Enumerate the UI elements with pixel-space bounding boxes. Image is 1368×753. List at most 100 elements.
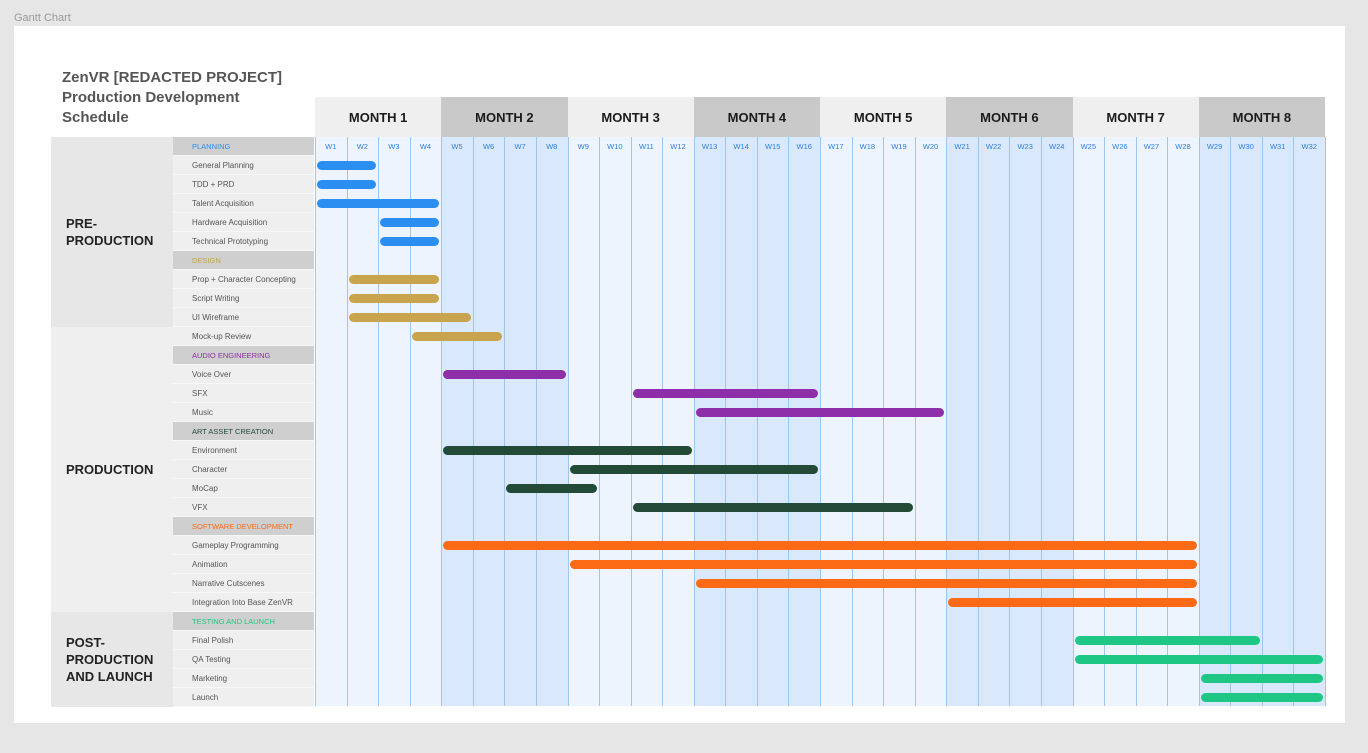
week-label: W8 xyxy=(546,142,558,151)
month-header: MONTH 8 xyxy=(1198,97,1325,137)
task-bar xyxy=(506,484,598,493)
week-label: W22 xyxy=(985,142,1002,151)
week-column xyxy=(346,137,379,706)
title-line-1: ZenVR [REDACTED PROJECT] xyxy=(62,69,283,86)
week-label: W2 xyxy=(356,142,368,151)
phase-block xyxy=(51,612,173,707)
week-label: W23 xyxy=(1017,142,1033,151)
task-bar xyxy=(569,465,818,474)
category-label: PLANNING xyxy=(173,137,314,156)
week-label: W14 xyxy=(733,142,749,151)
task-label: SFX xyxy=(173,384,314,403)
phase-label: PRE-PRODUCTION xyxy=(66,216,154,248)
week-label: W1 xyxy=(325,142,337,151)
task-bar xyxy=(1200,693,1323,702)
task-label: Talent Acquisition xyxy=(173,194,314,213)
chart-title: ZenVR [REDACTED PROJECT] Production Deve… xyxy=(62,68,282,128)
week-column xyxy=(409,137,442,706)
task-bar xyxy=(317,180,377,189)
week-label: W17 xyxy=(828,142,844,151)
category-label: TESTING AND LAUNCH xyxy=(173,612,314,631)
week-column xyxy=(535,137,568,706)
week-column xyxy=(788,137,820,706)
week-label: W10 xyxy=(607,142,623,151)
week-column xyxy=(472,137,505,706)
week-label: W4 xyxy=(419,142,432,151)
task-bar xyxy=(317,161,377,170)
week-label: W9 xyxy=(577,142,589,151)
week-label: W29 xyxy=(1206,142,1223,151)
week-label: W32 xyxy=(1301,142,1317,151)
week-column xyxy=(1198,137,1231,706)
task-bar xyxy=(443,446,692,455)
week-column xyxy=(1230,137,1262,706)
task-bar xyxy=(695,408,945,417)
month-header: MONTH 4 xyxy=(693,97,820,137)
week-column xyxy=(1261,137,1294,706)
task-bar xyxy=(1074,655,1323,664)
phase-label: PRODUCTION xyxy=(66,462,154,477)
task-bar xyxy=(317,199,440,208)
task-bar xyxy=(348,294,440,303)
title-line-2: Production Development xyxy=(62,89,240,106)
task-label: Launch xyxy=(173,688,314,707)
week-column xyxy=(630,137,663,706)
month-header: MONTH 7 xyxy=(1072,97,1199,137)
week-label: W13 xyxy=(701,142,718,151)
task-label: QA Testing xyxy=(173,650,314,669)
task-bar xyxy=(632,503,913,512)
grid-right-edge xyxy=(1325,137,1326,706)
week-label: W5 xyxy=(451,142,463,151)
task-label: Final Polish xyxy=(173,631,314,650)
task-label: Voice Over xyxy=(173,365,314,384)
week-label: W30 xyxy=(1238,142,1254,151)
month-header: MONTH 2 xyxy=(441,97,568,137)
task-bar xyxy=(569,560,1197,569)
week-column xyxy=(315,137,347,706)
week-column xyxy=(1104,137,1136,706)
week-label: W6 xyxy=(482,142,495,151)
week-column xyxy=(1040,137,1073,706)
task-bar xyxy=(348,275,440,284)
week-column xyxy=(1293,137,1325,706)
task-bar xyxy=(411,332,503,341)
category-label: SOFTWARE DEVELOPMENT xyxy=(173,517,314,536)
task-label: TDD + PRD xyxy=(173,175,314,194)
week-column xyxy=(1167,137,1199,706)
week-label: W11 xyxy=(638,142,654,151)
week-label: W26 xyxy=(1112,142,1128,151)
task-bar xyxy=(348,313,471,322)
week-column xyxy=(504,137,536,706)
category-label: AUDIO ENGINEERING xyxy=(173,346,314,365)
task-label: Character xyxy=(173,460,314,479)
task-label: Hardware Acquisition xyxy=(173,213,314,232)
frame-label: Gantt Chart xyxy=(14,12,71,24)
task-bar xyxy=(380,218,440,227)
task-bar xyxy=(1074,636,1260,645)
task-label: Prop + Character Concepting xyxy=(173,270,314,289)
task-label: MoCap xyxy=(173,479,314,498)
week-column xyxy=(914,137,947,706)
week-label: W18 xyxy=(859,142,876,151)
task-label: Narrative Cutscenes xyxy=(173,574,314,593)
task-label: Mock-up Review xyxy=(173,327,314,346)
task-label: Integration Into Base ZenVR xyxy=(173,593,314,612)
category-label: DESIGN xyxy=(173,251,314,270)
task-bar xyxy=(1200,674,1323,683)
task-label: Gameplay Programming xyxy=(173,536,314,555)
task-bar xyxy=(695,579,1197,588)
week-label: W27 xyxy=(1143,142,1160,151)
task-label: Music xyxy=(173,403,314,422)
week-column xyxy=(1072,137,1105,706)
month-header: MONTH 5 xyxy=(820,97,947,137)
task-label: VFX xyxy=(173,498,314,517)
week-label: W28 xyxy=(1175,142,1191,151)
week-column xyxy=(1009,137,1041,706)
phase-block xyxy=(51,327,173,612)
week-column xyxy=(977,137,1010,706)
task-label: UI Wireframe xyxy=(173,308,314,327)
week-column xyxy=(725,137,757,706)
month-header: MONTH 6 xyxy=(946,97,1073,137)
task-label: Script Writing xyxy=(173,289,314,308)
